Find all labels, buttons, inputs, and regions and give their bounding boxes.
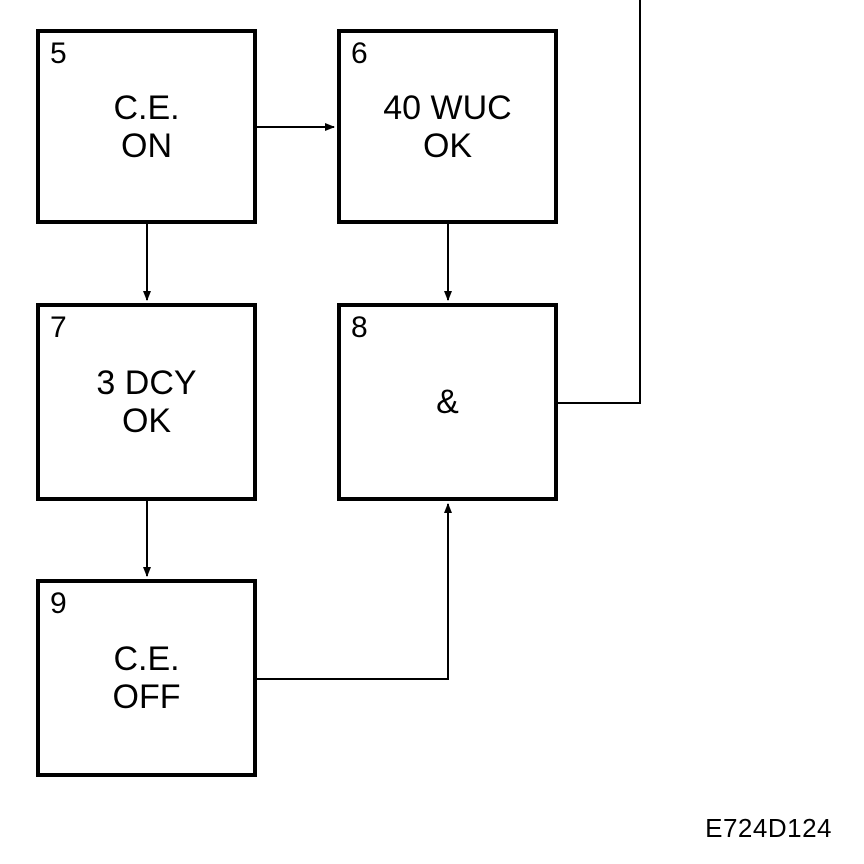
block-label: C.E. OFF xyxy=(112,640,181,716)
block-label: & xyxy=(436,383,459,421)
block-number: 9 xyxy=(50,587,67,620)
block-number: 6 xyxy=(351,37,368,70)
block-label: C.E. ON xyxy=(113,88,180,165)
block-number: 7 xyxy=(50,311,67,344)
block-number: 8 xyxy=(351,311,368,344)
figure-code: E724D124 xyxy=(705,813,832,843)
block-6: 6 40 WUC OK xyxy=(337,29,558,224)
block-label: 40 WUC OK xyxy=(383,88,512,165)
block-7: 7 3 DCY OK xyxy=(36,303,257,501)
block-number: 5 xyxy=(50,37,67,70)
block-label: 3 DCY OK xyxy=(96,364,197,440)
block-5: 5 C.E. ON xyxy=(36,29,257,224)
block-8: 8 & xyxy=(337,303,558,501)
line-8-to-offscreen xyxy=(558,0,641,404)
arrow-9-to-8 xyxy=(257,503,452,680)
block-9: 9 C.E. OFF xyxy=(36,579,257,777)
